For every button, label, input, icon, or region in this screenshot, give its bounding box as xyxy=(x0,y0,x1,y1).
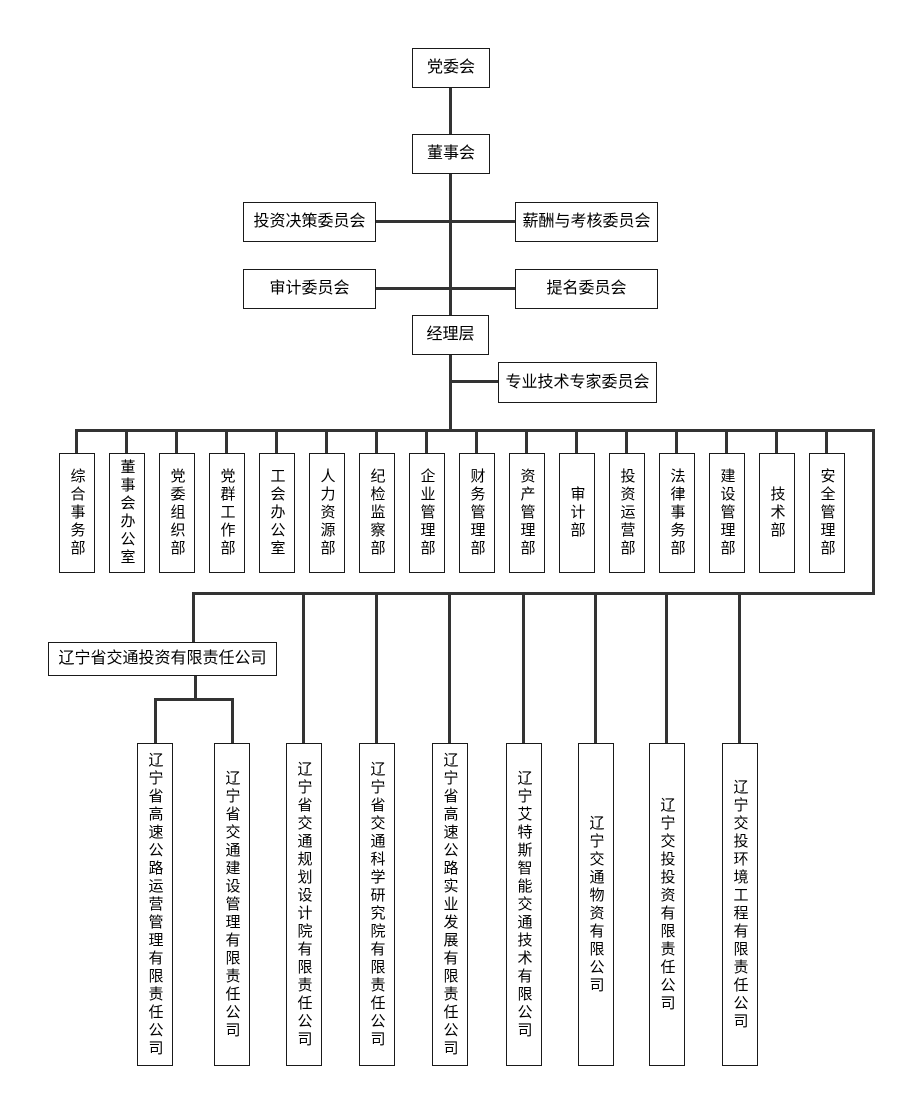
connector-board-management xyxy=(449,174,452,316)
connector-dept-stub xyxy=(75,430,78,454)
connector-dept-stub xyxy=(275,430,278,454)
node-board: 董事会 xyxy=(412,134,490,174)
connector-parent-below xyxy=(194,675,197,701)
connector-dept-stub xyxy=(225,430,228,454)
connector-sub-drop xyxy=(665,592,668,744)
connector-sub-drop xyxy=(154,698,157,744)
node-dept-safety-management: 安全管理部 xyxy=(809,453,845,573)
connector-dept-stub xyxy=(425,430,428,454)
node-dept-board-office: 董事会办公室 xyxy=(109,453,145,573)
connector-dept-stub xyxy=(375,430,378,454)
connector-dept-stub xyxy=(725,430,728,454)
node-sub-jiaotou-investment: 辽宁交投投资有限责任公司 xyxy=(649,743,685,1066)
connector-dept-stub xyxy=(175,430,178,454)
node-committee-salary-assessment: 薪酬与考核委员会 xyxy=(515,202,658,242)
node-sub-aitesi-intelligent: 辽宁艾特斯智能交通技术有限公司 xyxy=(506,743,542,1066)
connector-dept-stub xyxy=(525,430,528,454)
node-dept-human-resources: 人力资源部 xyxy=(309,453,345,573)
connector-expert-committee xyxy=(450,380,498,383)
connector-dept-stub xyxy=(825,430,828,454)
connector-dept-stub xyxy=(775,430,778,454)
connector-dept-stub xyxy=(475,430,478,454)
connector-dept-stub xyxy=(575,430,578,454)
connector-dept-stub xyxy=(325,430,328,454)
node-dept-asset-management: 资产管理部 xyxy=(509,453,545,573)
node-dept-technology: 技术部 xyxy=(759,453,795,573)
connector-parent-tee xyxy=(154,698,234,701)
node-management-layer: 经理层 xyxy=(412,315,489,355)
connector-party-board xyxy=(449,88,452,135)
node-committee-nomination: 提名委员会 xyxy=(515,269,658,309)
connector-management-departments xyxy=(449,354,452,432)
node-party-committee: 党委会 xyxy=(412,48,490,88)
connector-right-downfeed xyxy=(872,429,875,595)
connector-subsidiaries-bus xyxy=(192,592,875,595)
connector-sub-drop xyxy=(738,592,741,744)
connector-sub-drop xyxy=(375,592,378,744)
connector-committee-row2 xyxy=(376,287,515,290)
node-committee-audit: 审计委员会 xyxy=(243,269,376,309)
node-sub-transport-construction: 辽宁省交通建设管理有限责任公司 xyxy=(214,743,250,1066)
node-dept-discipline-inspection: 纪检监察部 xyxy=(359,453,395,573)
connector-dept-stub xyxy=(675,430,678,454)
node-sub-planning-design: 辽宁省交通规划设计院有限责任公司 xyxy=(286,743,322,1066)
node-dept-party-mass-work: 党群工作部 xyxy=(209,453,245,573)
node-expert-committee: 专业技术专家委员会 xyxy=(498,362,657,403)
node-dept-enterprise-management: 企业管理部 xyxy=(409,453,445,573)
node-committee-investment-decision: 投资决策委员会 xyxy=(243,202,376,242)
node-dept-party-organization: 党委组织部 xyxy=(159,453,195,573)
node-sub-expressway-operation: 辽宁省高速公路运营管理有限责任公司 xyxy=(137,743,173,1066)
node-dept-construction-management: 建设管理部 xyxy=(709,453,745,573)
connector-committee-row1 xyxy=(376,220,515,223)
connector-sub-drop xyxy=(302,592,305,744)
connector-sub-drop xyxy=(594,592,597,744)
node-dept-legal-affairs: 法律事务部 xyxy=(659,453,695,573)
node-dept-audit: 审计部 xyxy=(559,453,595,573)
node-dept-investment-operation: 投资运营部 xyxy=(609,453,645,573)
node-dept-labor-union-office: 工会办公室 xyxy=(259,453,295,573)
connector-dept-stub xyxy=(125,430,128,454)
node-sub-science-research: 辽宁省交通科学研究院有限责任公司 xyxy=(359,743,395,1066)
connector-dept-stub xyxy=(625,430,628,454)
connector-sub-drop xyxy=(522,592,525,744)
node-dept-general-affairs: 综合事务部 xyxy=(59,453,95,573)
node-sub-transport-materials: 辽宁交通物资有限公司 xyxy=(578,743,614,1066)
node-parent-company: 辽宁省交通投资有限责任公司 xyxy=(48,642,277,676)
node-dept-finance-management: 财务管理部 xyxy=(459,453,495,573)
connector-parent-drop xyxy=(192,592,195,644)
connector-sub-drop xyxy=(231,698,234,744)
node-sub-jiaotou-environment: 辽宁交投环境工程有限责任公司 xyxy=(722,743,758,1066)
connector-sub-drop xyxy=(448,592,451,744)
node-sub-expressway-industry: 辽宁省高速公路实业发展有限责任公司 xyxy=(432,743,468,1066)
